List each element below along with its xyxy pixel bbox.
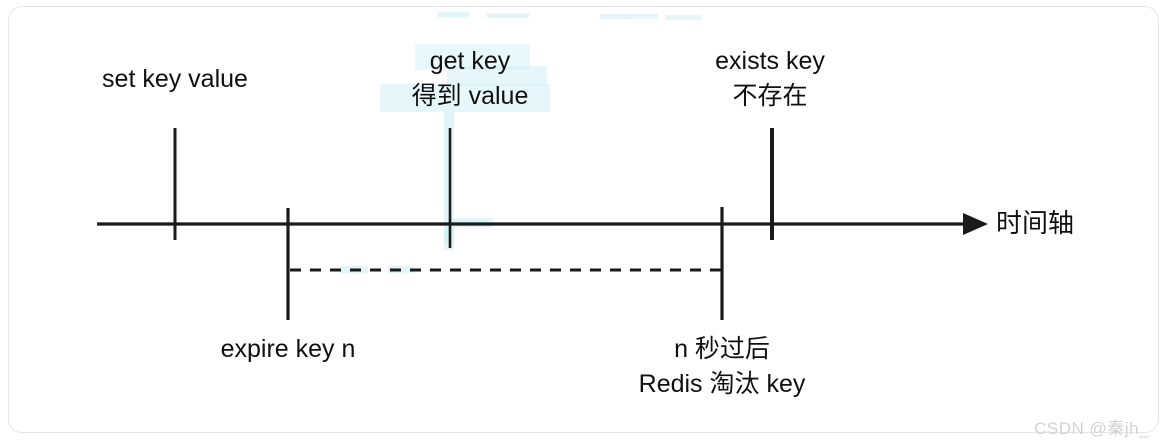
label-expire-key-n: expire key n xyxy=(221,332,356,366)
right-arrow-icon xyxy=(963,213,988,235)
label-exists-line-2: 不存在 xyxy=(732,82,808,110)
watermark-text: CSDN @秦jh_ xyxy=(1034,419,1149,438)
label-get-line-2: 得到 value xyxy=(411,82,529,110)
label-expire-line-1: expire key n xyxy=(220,335,356,363)
label-evict-line-1: n 秒过后 xyxy=(674,335,770,363)
label-get-line-1: get key xyxy=(429,47,511,75)
label-set-key-value: set key value xyxy=(102,62,248,96)
time-axis xyxy=(97,213,988,235)
label-evict: n 秒过后 Redis 淘汰 key xyxy=(639,332,806,402)
label-exists-line-1: exists key xyxy=(715,47,825,75)
label-exists-key: exists key 不存在 xyxy=(715,44,825,114)
label-set-line-1: set key value xyxy=(102,65,248,93)
label-get-key: get key 得到 value xyxy=(412,44,529,114)
axis-label-time: 时间轴 xyxy=(996,208,1075,238)
label-evict-line-2: Redis 淘汰 key xyxy=(638,370,806,398)
